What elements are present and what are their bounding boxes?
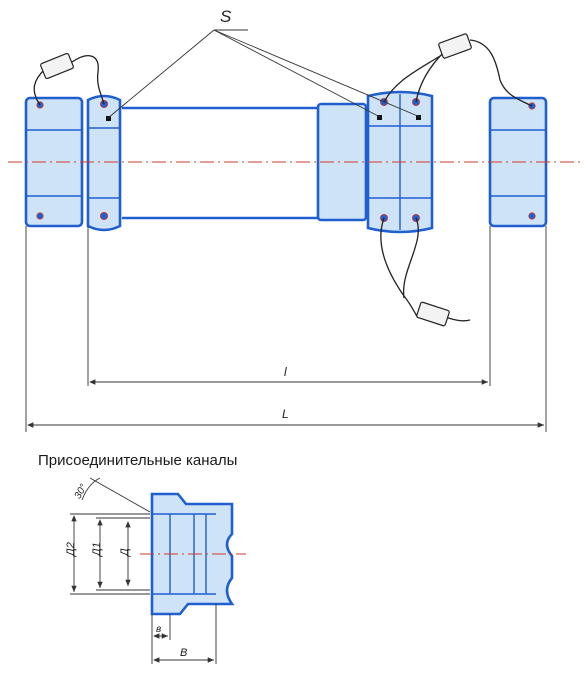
label-d: Д: [119, 548, 131, 558]
label-b-big: В: [180, 647, 187, 659]
label-angle: 30°: [73, 482, 90, 501]
label-b-small: в: [156, 624, 161, 635]
connection-channel-detail: 30° Д2 Д1 Д в В: [65, 477, 246, 664]
dimension-L: L: [25, 226, 547, 432]
left-hex-nut: [86, 94, 122, 232]
lead-seal-left: [40, 52, 74, 80]
label-s: S: [220, 7, 232, 26]
seal-wires: [33, 33, 533, 327]
coupling-assembly: S: [8, 7, 582, 327]
lead-seal-right-bottom: [416, 301, 450, 327]
dimension-l: l: [87, 226, 491, 386]
label-d1: Д1: [91, 542, 103, 558]
pipe-body: [122, 106, 318, 220]
svg-text:L: L: [282, 407, 289, 421]
lead-seal-right-top: [438, 33, 472, 59]
section-title: Присоединительные каналы: [38, 452, 238, 469]
label-d2: Д2: [65, 542, 77, 558]
svg-text:l: l: [284, 365, 287, 379]
s-leader-lines: [107, 29, 421, 119]
